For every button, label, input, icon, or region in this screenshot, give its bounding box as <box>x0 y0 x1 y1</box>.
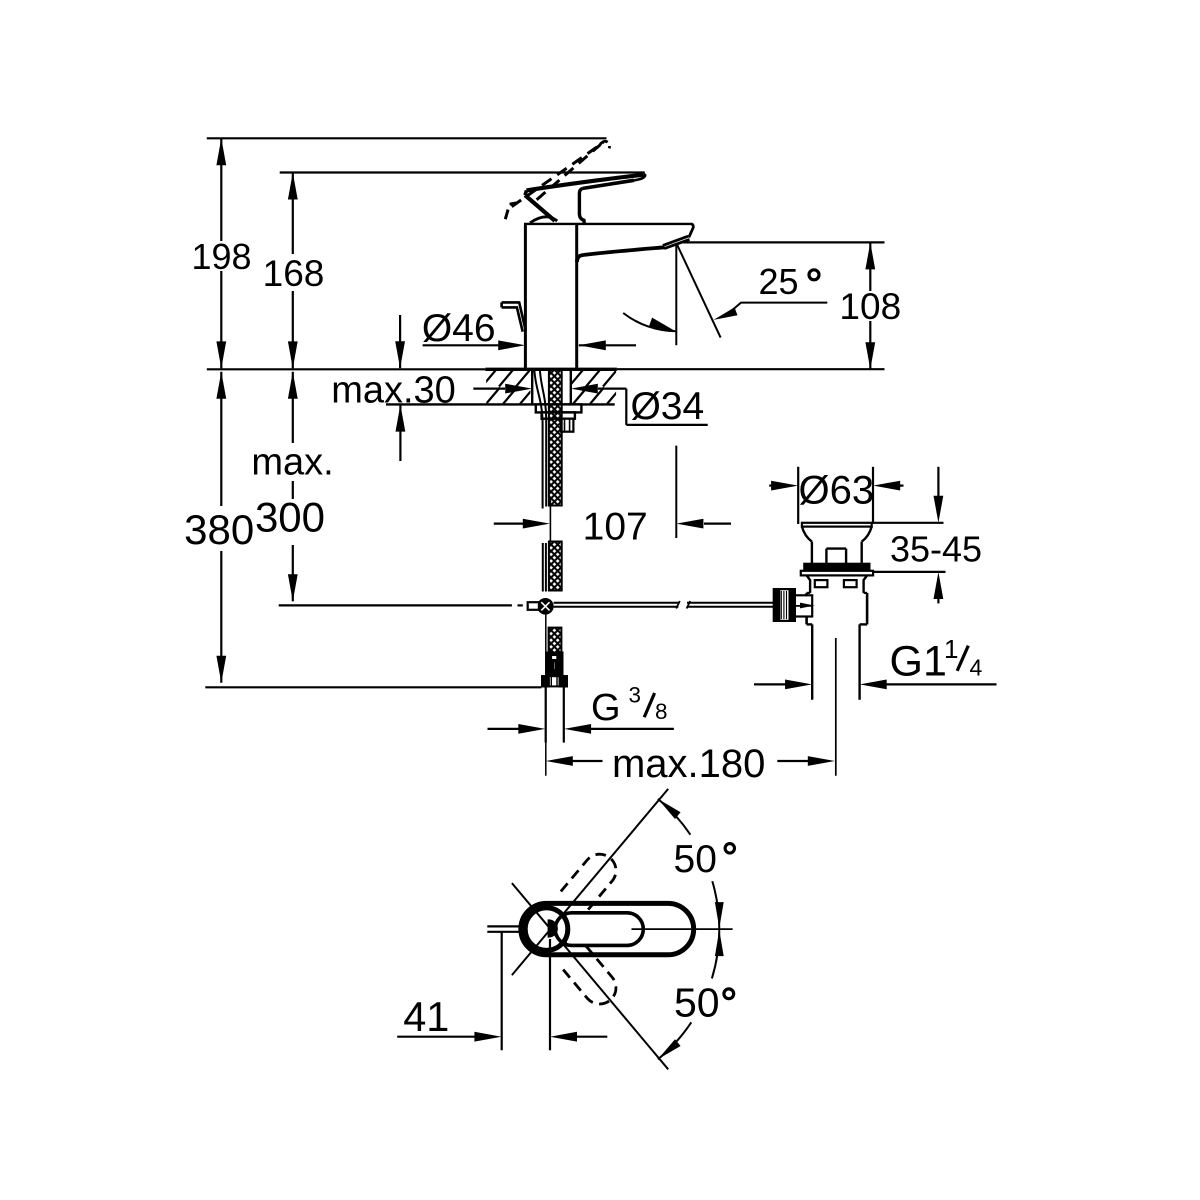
svg-text:3: 3 <box>629 683 642 708</box>
svg-text:Ø46: Ø46 <box>422 307 496 350</box>
svg-text:max.180: max.180 <box>612 742 765 786</box>
svg-text:max.30: max.30 <box>331 370 456 412</box>
svg-text:300: 300 <box>255 494 325 541</box>
svg-text:1: 1 <box>944 634 958 664</box>
svg-text:max.: max. <box>251 441 333 483</box>
svg-text:108: 108 <box>839 286 901 327</box>
svg-text:25: 25 <box>758 261 798 302</box>
svg-text:4: 4 <box>970 655 983 681</box>
svg-text:G1: G1 <box>890 638 947 686</box>
svg-text:168: 168 <box>263 253 325 294</box>
svg-text:G: G <box>591 687 621 729</box>
svg-text:Ø63: Ø63 <box>798 469 874 513</box>
svg-text:50: 50 <box>674 838 717 881</box>
svg-text:50: 50 <box>674 980 720 1026</box>
svg-text:41: 41 <box>403 993 449 1040</box>
svg-text:198: 198 <box>191 236 251 277</box>
svg-text:8: 8 <box>655 699 668 724</box>
svg-text:107: 107 <box>583 506 648 549</box>
svg-text:380: 380 <box>184 506 254 553</box>
svg-text:Ø34: Ø34 <box>630 385 704 428</box>
svg-text:35-45: 35-45 <box>890 528 982 569</box>
